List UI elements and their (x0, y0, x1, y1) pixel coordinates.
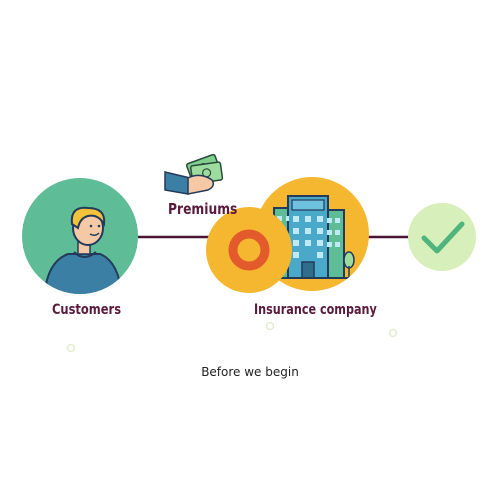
decor-dot (388, 328, 398, 338)
decor-dot (66, 343, 76, 353)
decor-dot (265, 321, 275, 331)
checkmark-icon (421, 221, 465, 254)
life-ring-node (206, 207, 292, 293)
customer-node (22, 178, 138, 294)
insurance-company-label: Insurance company (254, 302, 377, 318)
premiums-label: Premiums (168, 200, 238, 218)
caption-text: Before we begin (201, 365, 299, 379)
hand-with-cash-icon (164, 153, 224, 195)
done-node (408, 203, 476, 271)
customers-label: Customers (52, 302, 122, 318)
life-ring-icon (228, 229, 270, 271)
